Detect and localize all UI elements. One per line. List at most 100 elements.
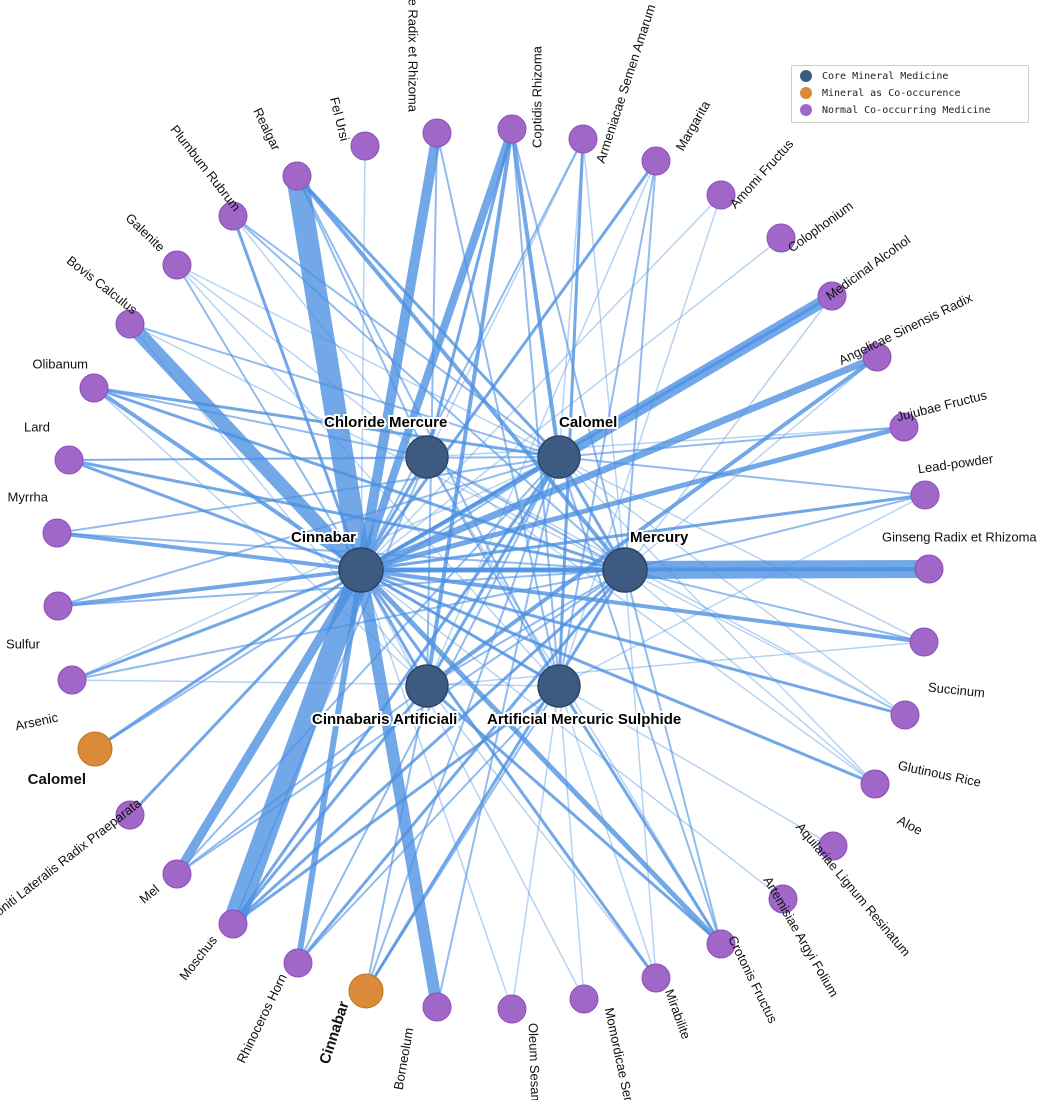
edge-cinnabar-lead-powder xyxy=(360,493,926,572)
edge-cinnabar-mirabilite xyxy=(359,569,658,979)
edge-calomel-medicinal-alcohol xyxy=(555,290,836,463)
edge-mercury-succinum xyxy=(624,569,925,643)
edge-mercury-margarita xyxy=(624,160,657,571)
label-aconiti: Aconiti Lateralis Radix Praeparata xyxy=(0,795,145,928)
edge-calomel-lard xyxy=(68,456,560,461)
edge-cinnabar-borneolum xyxy=(355,568,443,1009)
label-realgar: Realgar xyxy=(250,105,284,153)
edge-calomel-moschus xyxy=(231,456,561,925)
label-oleum-sesami: Oleum Sesami xyxy=(526,1023,544,1100)
edge-cinnabar-glycyrrhizae xyxy=(356,132,442,571)
edge-cinnabaris-artificiali-coptidis xyxy=(425,128,514,687)
edge-cinnabar-succinum xyxy=(360,568,925,644)
edge-cinnabar-myrrha xyxy=(56,531,362,572)
node-jujubae xyxy=(889,412,919,442)
edge-cinnabaris-artificiali-bovis xyxy=(129,323,428,687)
edge-calomel-glutinous-rice xyxy=(558,456,906,716)
edge-cinnabaris-artificiali-mirabilite xyxy=(426,685,657,979)
label-sulfur: Sulfur xyxy=(6,636,41,651)
edge-mercury-ginseng xyxy=(624,560,930,579)
core-node-chloride-mercure xyxy=(405,435,449,479)
node-aquilariae xyxy=(818,831,848,861)
node-sulfur xyxy=(43,591,73,621)
edge-mercury-crotonis xyxy=(624,569,722,945)
label-aloe: Aloe xyxy=(895,812,925,837)
label-angelicae: Angelicae Sinensis Radix xyxy=(836,290,975,368)
label-mel: Mel xyxy=(136,881,162,906)
edge-cinnabar-crotonis xyxy=(359,568,723,946)
core-node-cinnabar xyxy=(338,547,384,593)
edge-mercury-myrrha xyxy=(56,532,626,571)
edge-calomel-jujubae xyxy=(558,426,905,458)
edge-cinnabar-plumbum xyxy=(231,215,363,571)
label-moschus: Moschus xyxy=(176,932,220,983)
edge-artificial-mercuric-sulphide-arsenic xyxy=(71,679,560,687)
node-amomi xyxy=(706,180,736,210)
node-crotonis xyxy=(706,929,736,959)
core-label-cinnabaris-artificiali: Cinnabaris Artificiali xyxy=(312,711,457,728)
edge-calomel-myrrha xyxy=(56,456,560,534)
label-mirabilite: Mirabilite xyxy=(662,987,694,1041)
edge-cinnabar-coptidis xyxy=(357,127,516,572)
edge-mercury-moschus xyxy=(231,568,627,926)
node-aloe xyxy=(860,769,890,799)
edge-mercury-rhinoceros xyxy=(296,569,627,964)
label-margarita: Margarita xyxy=(673,98,714,154)
label-myrrha: Myrrha xyxy=(8,489,49,504)
node-calomel-mineral xyxy=(77,731,113,767)
core-node-calomel xyxy=(537,435,581,479)
edge-cinnabar-realgar xyxy=(286,174,372,572)
edge-calomel-realgar xyxy=(295,174,561,459)
edge-cinnabaris-artificiali-crotonis xyxy=(426,684,722,946)
node-realgar xyxy=(282,161,312,191)
edge-cinnabar-rhinoceros xyxy=(295,569,364,964)
edge-cinnabar-sulfur xyxy=(57,568,362,608)
edge-cinnabar-armeniacae xyxy=(360,138,584,571)
edge-cinnabar-jujubae xyxy=(360,424,905,573)
edge-artificial-mercuric-sulphide-armeniacae xyxy=(557,138,585,687)
label-glycyrrhizae: Glycyrrhizae Radix et Rhizoma xyxy=(406,0,421,113)
legend: Core Mineral Medicine Mineral as Co-occu… xyxy=(791,65,1029,123)
edge-cinnabar-artemisiae xyxy=(360,569,784,900)
label-borneolum: Borneolum xyxy=(391,1027,417,1092)
node-mel xyxy=(162,859,192,889)
node-colophonium xyxy=(766,223,796,253)
edge-cinnabaris-artificiali-mercury xyxy=(426,569,626,687)
legend-item-core: Core Mineral Medicine xyxy=(800,68,948,84)
label-plumbum: Plumbum Rubrum xyxy=(167,122,243,214)
edge-artificial-mercuric-sulphide-lead-powder xyxy=(558,494,926,687)
label-rhinoceros: Rhinoceros Horn xyxy=(234,971,290,1065)
edge-mercury-coptidis xyxy=(511,128,626,571)
edge-chloride-mercure-glutinous-rice xyxy=(426,456,906,716)
normal-dot-icon xyxy=(800,104,812,116)
edge-cinnabaris-artificiali-angelicae xyxy=(425,355,879,688)
node-lead-powder xyxy=(910,480,940,510)
edge-cinnabar-aconiti xyxy=(128,568,363,817)
edge-calomel-mel xyxy=(176,456,560,875)
core-label-cinnabar: Cinnabar xyxy=(291,529,356,546)
edge-calomel-arsenic xyxy=(71,456,560,681)
edge-mercury-mirabilite xyxy=(624,569,657,979)
edge-chloride-mercure-mercury xyxy=(426,456,626,571)
edge-chloride-mercure-artificial-mercuric-sulphide xyxy=(426,456,560,687)
edge-calomel-galenite xyxy=(176,264,560,458)
edge-artificial-mercuric-sulphide-moschus xyxy=(232,684,560,926)
edge-chloride-mercure-jujubae xyxy=(426,426,905,458)
node-angelicae xyxy=(862,342,892,372)
edge-cinnabar-moschus xyxy=(222,566,372,928)
core-label-calomel: Calomel xyxy=(559,414,617,431)
edge-chloride-mercure-moschus xyxy=(232,456,428,925)
edge-mercury-medicinal-alcohol xyxy=(624,295,833,571)
edge-cinnabar-galenite xyxy=(176,264,362,571)
node-artemisiae xyxy=(768,884,798,914)
edge-artificial-mercuric-sulphide-coptidis xyxy=(511,128,560,687)
node-arsenic xyxy=(57,665,87,695)
edge-calomel-bovis xyxy=(129,323,560,458)
edge-chloride-mercure-olibanum xyxy=(93,387,428,458)
edge-mercury-angelicae xyxy=(624,356,878,571)
edge-artificial-mercuric-sulphide-realgar xyxy=(296,175,560,687)
core-label-chloride-mercure: Chloride Mercure xyxy=(324,414,447,431)
edge-calomel-succinum xyxy=(558,456,925,643)
label-armeniacae: Armeniacae Semen Amarum xyxy=(593,2,659,165)
edge-mercury-sulfur xyxy=(57,569,626,607)
